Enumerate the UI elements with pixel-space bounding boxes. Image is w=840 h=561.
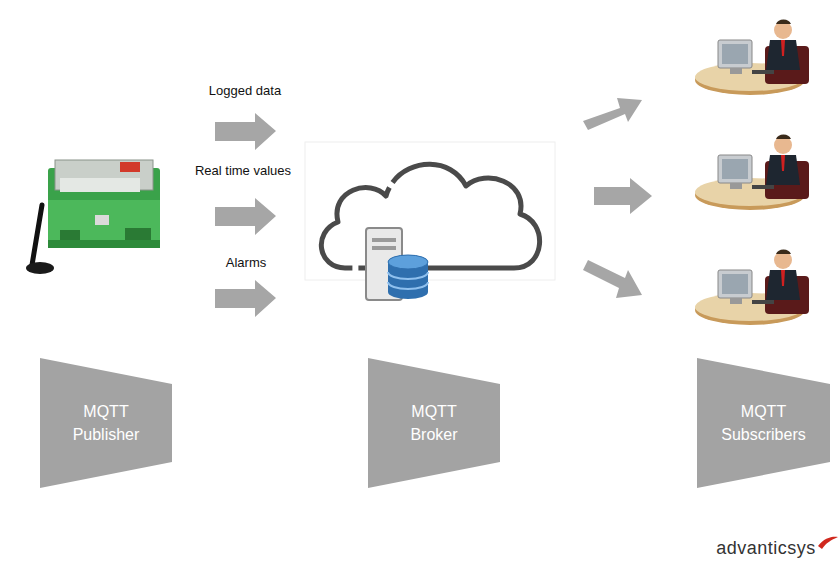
trapezoid-shape: [697, 358, 830, 488]
stage-label: MQTT Broker: [388, 400, 480, 446]
controller-device: [26, 160, 160, 274]
stage-label: MQTT Publisher: [60, 400, 152, 446]
trapezoid-shape: [368, 358, 500, 488]
stage-trapezoid: MQTT Subscribers: [697, 358, 830, 488]
flow-label: Real time values: [195, 163, 291, 178]
brand-logo: advanticsys: [716, 538, 816, 559]
stage-trapezoid: MQTT Broker: [368, 358, 500, 488]
stage-trapezoid: MQTT Publisher: [40, 358, 172, 488]
logo-swoosh: [818, 537, 838, 549]
trapezoid-shape: [40, 358, 172, 488]
block-arrow: [215, 113, 276, 317]
block-arrow: [583, 98, 652, 298]
operator-at-desk: [695, 19, 809, 325]
flow-label: Logged data: [209, 83, 281, 98]
stage-label: MQTT Subscribers: [718, 400, 810, 446]
flow-label: Alarms: [226, 255, 266, 270]
cloud-broker: [305, 142, 555, 300]
